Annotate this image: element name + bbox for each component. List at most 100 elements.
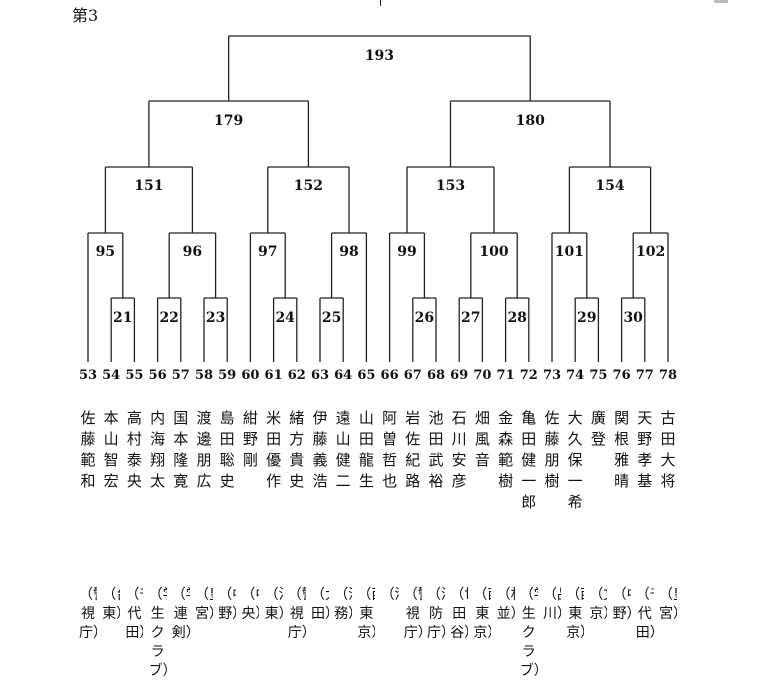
match-number-153: 153 [435, 178, 466, 194]
player-number: 56 [148, 368, 167, 383]
player-name: 渡邊朋広 [196, 409, 212, 490]
player-name-block: 廣登 [589, 408, 607, 580]
player-club: （学生クラブ） [519, 587, 538, 679]
player-name: 関根雅晴 [614, 409, 630, 490]
player-name: 廣登 [590, 409, 606, 448]
player-number: 69 [450, 368, 469, 383]
player-club: （法務） [334, 587, 352, 622]
player-entry: 畑風音 （西東京） [473, 408, 491, 698]
player-entry: 亀田健一郎 （学生クラブ） [520, 408, 538, 698]
player-name-block: 米田優作 [265, 408, 283, 580]
player-number: 76 [612, 368, 631, 383]
match-number-179: 179 [214, 113, 244, 129]
player-entry: 金森範樹（杉並） [497, 408, 515, 698]
player-club: （警視庁） [403, 587, 422, 641]
match-number-193: 193 [364, 48, 395, 64]
player-name: 佐藤範和 [80, 409, 96, 490]
match-number-180: 180 [515, 113, 545, 129]
player-entry: 古田大将（皇宮） [659, 408, 677, 698]
player-club: （中野） [612, 587, 631, 622]
player-name: 畑風音 [474, 409, 490, 469]
player-name-block: 遠山健二 [334, 408, 352, 580]
match-number-102: 102 [635, 244, 666, 260]
match-number-151: 151 [134, 178, 164, 194]
player-number: 66 [380, 368, 399, 383]
player-club-block: （千代田） [125, 586, 143, 698]
player-entry: 米田優作 （江東） [265, 408, 283, 698]
match-number-26: 26 [414, 310, 435, 326]
player-club: （千代田） [635, 587, 654, 641]
player-entry: 島田聡史 （中野） [218, 408, 236, 698]
player-club-block: （台東） [102, 586, 120, 698]
player-number: 62 [287, 368, 306, 383]
player-name-block: 緒方貴史 [288, 408, 306, 580]
match-number-98: 98 [339, 244, 359, 260]
player-number: 58 [194, 368, 214, 383]
match-number-30: 30 [623, 310, 643, 326]
player-number: 70 [473, 368, 492, 383]
player-club-block: （警視庁） [288, 586, 306, 698]
player-club: （中野） [218, 587, 236, 622]
player-number: 68 [426, 368, 446, 383]
player-number: 55 [125, 368, 144, 383]
player-club-block: （消防庁） [427, 586, 445, 698]
player-name: 遠山健二 [335, 409, 351, 490]
match-number-152: 152 [293, 178, 324, 194]
player-club-block: （文京） [589, 586, 607, 698]
player-club-block: （中央） [241, 586, 259, 698]
match-number-96: 96 [182, 244, 203, 260]
match-number-21: 21 [113, 310, 133, 326]
player-name: 緒方貴史 [289, 409, 305, 490]
player-number: 53 [78, 368, 98, 383]
player-number: 73 [542, 368, 562, 383]
player-club: （学生クラブ） [148, 587, 167, 679]
page-heading: 第3 [72, 6, 99, 25]
player-entry: 天野孝基 （千代田） [636, 408, 654, 698]
player-name: 島田聡史 [219, 409, 235, 490]
player-entry: 伊藤義浩 （大田） [311, 408, 329, 698]
player-club: （皇宮） [195, 587, 213, 622]
player-name-block: 阿曽哲也 [381, 408, 399, 580]
player-number: 57 [171, 368, 190, 383]
player-name-block: 伊藤義浩 [311, 408, 329, 580]
player-name-block: 関根雅晴 [613, 408, 631, 580]
player-entry: 大久保一希（西東京） [566, 408, 584, 698]
player-name: 山田龍生 [358, 409, 374, 490]
player-club: （西東京） [473, 587, 491, 641]
player-name: 古田大将 [660, 409, 676, 490]
player-entry: 山田龍生 （西東京） [357, 408, 375, 698]
player-club: （江東） [264, 587, 283, 622]
player-name: 池田武裕 [428, 409, 444, 490]
player-club-block: （法務） [334, 586, 352, 698]
player-club: （大田） [311, 587, 329, 622]
player-entry: 佐藤朋樹（品川） [543, 408, 561, 698]
player-name: 亀田健一郎 [521, 409, 537, 511]
player-entry: 渡邊朋広 （皇宮） [195, 408, 213, 698]
player-number: 72 [519, 368, 538, 383]
edge-mark [714, 0, 728, 3]
player-name-block: 紺野剛 [241, 408, 259, 580]
player-entry: 池田武裕 （消防庁） [427, 408, 445, 698]
player-name: 天野孝基 [637, 409, 653, 490]
player-name: 金森範樹 [498, 409, 514, 490]
player-club: （世田谷） [450, 587, 468, 641]
player-number: 61 [264, 368, 283, 383]
player-club-block: （警視庁） [79, 586, 97, 698]
player-entry: 石川安彦 （世田谷） [450, 408, 468, 698]
player-club-block: （西東京） [357, 586, 375, 698]
player-name-block: 佐藤範和 [79, 408, 97, 580]
player-name-block: 池田武裕 [427, 408, 445, 580]
player-name-block: 本山智宏 [102, 408, 120, 580]
player-club-block: （港） [381, 586, 399, 698]
match-number-27: 27 [461, 310, 481, 326]
player-club-block: （中野） [613, 586, 631, 698]
player-club: （西東京） [566, 587, 584, 641]
player-entry: 関根雅晴 （中野） [613, 408, 631, 698]
match-number-99: 99 [397, 244, 417, 260]
player-name: 石川安彦 [451, 409, 467, 490]
player-name: 阿曽哲也 [382, 409, 398, 490]
player-number: 74 [566, 368, 585, 383]
player-name: 内海翔太 [150, 409, 166, 490]
player-number: 54 [102, 368, 121, 383]
